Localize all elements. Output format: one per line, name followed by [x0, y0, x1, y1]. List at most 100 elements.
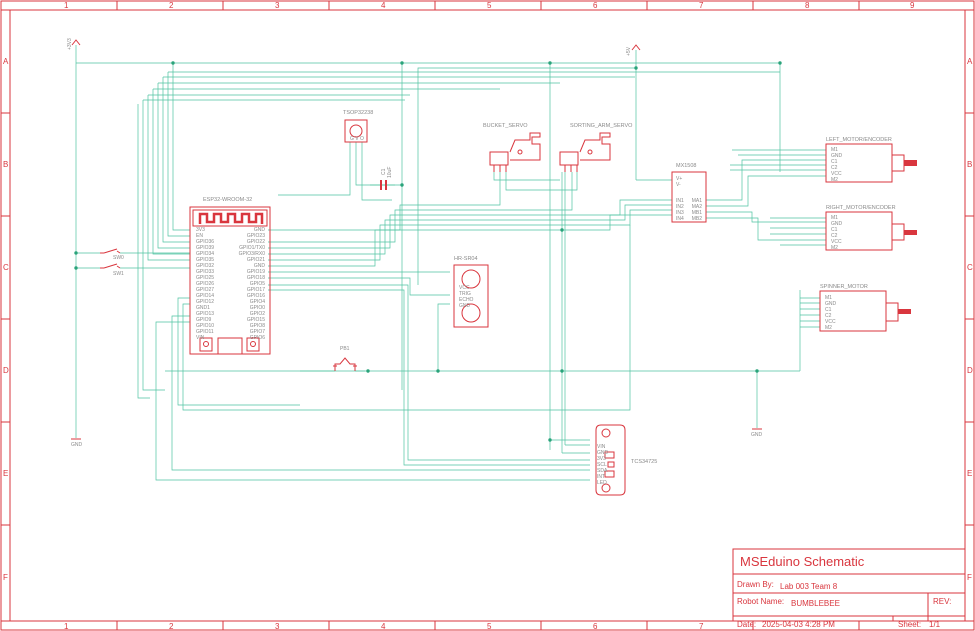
col-label: 6: [593, 1, 598, 10]
col-label: 3: [275, 1, 280, 10]
pin-label: GPIO17: [247, 287, 265, 293]
ground-left: GND: [71, 438, 83, 448]
pin-label: GPIO12: [196, 299, 214, 305]
sheet-value: 1/1: [929, 620, 941, 629]
col-label: 4: [381, 622, 386, 631]
supply-5v: +5V: [626, 44, 641, 56]
robot-name-label: Robot Name:: [737, 597, 784, 606]
sorting-servo-title: SORTING_ARM_SERVO: [570, 123, 633, 129]
drawn-by-value: Lab 003 Team 8: [780, 582, 838, 591]
left-motor-title: LEFT_MOTOR/ENCODER: [826, 137, 892, 143]
date-value: 2025-04-03 4:28 PM: [762, 620, 835, 629]
sorting-arm-servo: SORTING_ARM_SERVO: [559, 123, 633, 172]
pin-label: C1: [831, 227, 838, 233]
pin-label: GPIO1/TX0: [239, 245, 265, 251]
pin-label: C2: [831, 165, 838, 171]
bucket-servo-title: BUCKET_SERVO: [483, 123, 528, 129]
pin-label: C2: [825, 313, 832, 319]
pin-label: LED: [597, 480, 607, 486]
sheet-label: Sheet:: [898, 620, 921, 629]
title-block: MSEduino Schematic Drawn By: Lab 003 Tea…: [732, 548, 966, 629]
spinner-title: SPINNER_MOTOR: [820, 284, 868, 290]
pin-label: GPIO7: [250, 329, 266, 335]
pin-label: GPIO4: [250, 299, 266, 305]
spinner-motor: SPINNER_MOTOR M1 GND C1 C2 VCC M2: [819, 284, 911, 332]
pin-label: VIN: [597, 444, 606, 450]
pin-label: M2: [831, 245, 838, 251]
pin-label: VCC: [831, 171, 842, 177]
pin-label: GND: [831, 221, 843, 227]
title-block-title: MSEduino Schematic: [740, 554, 865, 569]
pin-label: GPIO33: [196, 269, 214, 275]
pin-label: GND: [831, 153, 843, 159]
rev-label: REV:: [933, 597, 951, 606]
pin-label: GPIO13: [196, 311, 214, 317]
pin-label: TRIG: [459, 291, 471, 297]
esp32-right-pins: GND GPIO23 GPIO22 GPIO1/TX0 GPIO3/RX0 GP…: [239, 227, 266, 341]
robot-name-value: BUMBLEBEE: [791, 599, 840, 608]
col-label: 5: [487, 1, 492, 10]
pin-label: C1: [825, 307, 832, 313]
push-button-label: PB1: [340, 346, 350, 352]
date-label: Date:: [737, 620, 756, 629]
pin-label: GPIO39: [196, 245, 214, 251]
row-label: C: [967, 263, 973, 272]
junction-dots: [74, 61, 782, 442]
row-label: A: [967, 57, 973, 66]
esp32-left-pins: 3V3 EN GPIO36 GPIO39 GPIO34 GPIO35 GPIO3…: [196, 227, 214, 341]
row-ticks: [1, 112, 974, 526]
pin-label: M2: [831, 177, 838, 183]
color-sensor-tcs34725: VIN GND 3V3 SCL SDA INT LED TCS34725: [595, 424, 657, 496]
row-label: D: [967, 366, 973, 375]
capacitor-value: 10uF: [387, 167, 393, 178]
col-label: 9: [910, 1, 915, 10]
col-label: 8: [805, 1, 810, 10]
mx-title: MX1508: [676, 163, 697, 169]
supply-3v3: +3V3: [67, 38, 81, 50]
pin-label: GPIO10: [196, 323, 214, 329]
col-label: 2: [169, 622, 174, 631]
col-label: 2: [169, 1, 174, 10]
pin-label: GPIO27: [196, 287, 214, 293]
switch-sw1-label: SW1: [113, 271, 124, 277]
color-sensor-title: TCS34725: [631, 459, 657, 465]
pin-label: M2: [825, 325, 832, 331]
pin-label: SDA: [597, 468, 608, 474]
push-button-pb1: PB1: [333, 346, 357, 371]
row-label: E: [967, 469, 972, 478]
pin-label: GPIO32: [196, 263, 214, 269]
pin-label: GPIO15: [247, 317, 265, 323]
row-label: D: [3, 366, 9, 375]
pin-label: GND1: [196, 305, 210, 311]
col-label: 1: [64, 622, 69, 631]
pin-label: GND: [254, 263, 266, 269]
pin-label: GPIO6: [250, 335, 266, 341]
row-label: E: [3, 469, 8, 478]
pin-label: MA2: [692, 204, 703, 210]
pin-label: GPIO21: [247, 257, 265, 263]
ground-left-label: GND: [71, 442, 83, 448]
pin-label: INT: [597, 474, 605, 480]
pin-label: GPIO0: [250, 305, 266, 311]
capacitor-name: C1: [381, 168, 387, 175]
pin-label: GPIO26: [196, 281, 214, 287]
switch-sw0: SW0: [100, 248, 124, 261]
pin-label: MA1: [692, 198, 703, 204]
pin-label: SCL: [597, 462, 607, 468]
row-label: B: [3, 160, 8, 169]
pin-label: C2: [831, 233, 838, 239]
pin-label: GPIO11: [196, 329, 214, 335]
ultrasonic-sensor: HR-SR04 VCC TRIG ECHO GND: [453, 256, 489, 328]
pin-label: ECHO: [459, 297, 474, 303]
right-motor: RIGHT_MOTOR/ENCODER M1 GND C1 C2 VCC M2: [825, 205, 917, 251]
pin-label: VCC: [459, 285, 470, 291]
pin-label: GPIO35: [196, 257, 214, 263]
pin-label: GND: [597, 450, 609, 456]
row-label: F: [967, 573, 972, 582]
ir-receiver: G V O TSOP32238: [343, 110, 373, 143]
pin-label: GPIO5: [250, 281, 266, 287]
row-label: B: [967, 160, 972, 169]
supply-5v-label: +5V: [626, 46, 632, 56]
pin-label: 3V3: [597, 456, 606, 462]
